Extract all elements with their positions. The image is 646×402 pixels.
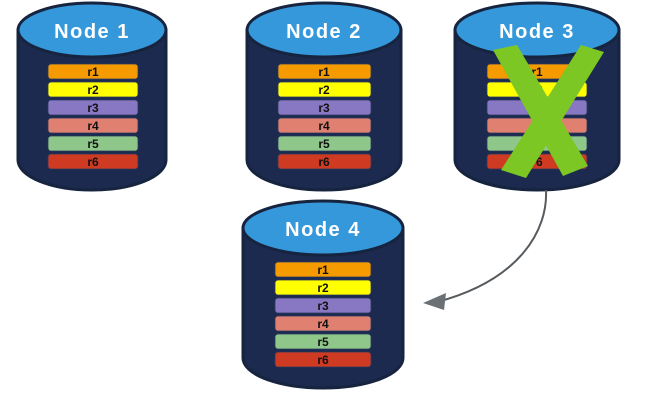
node-2-row-r5-label: r5 [318, 137, 330, 151]
node-4-row-r4[interactable] [274, 315, 372, 332]
node-1-row-r2-label: r2 [87, 83, 99, 97]
node-2[interactable]: Node 2 r1 r2 r3 r4 r5 r6 [245, 1, 403, 192]
node-2-row-r3[interactable] [277, 99, 372, 116]
node-4-row-r1[interactable] [274, 261, 372, 278]
node-4-rows: r1 r2 r3 r4 r5 r6 [274, 261, 372, 368]
node-1-row-r3-label: r3 [87, 101, 99, 115]
node-3-cylinder-top [453, 1, 621, 59]
node-2-rows: r1 r2 r3 r4 r5 r6 [277, 63, 372, 170]
node-2-row-r3-label: r3 [318, 101, 330, 115]
node-1-row-r4-label: r4 [87, 119, 99, 133]
node-1-row-r5[interactable] [47, 135, 139, 152]
node-2-row-r1-label: r1 [318, 65, 330, 79]
node-1[interactable]: Node 1 r1 r2 r3 r4 r5 r6 [16, 1, 168, 192]
node-4[interactable]: Node 4 r1 r2 r3 r4 r5 r6 [241, 199, 405, 390]
node-2-title: Node 2 [286, 21, 362, 43]
node-4-row-r4-label: r4 [317, 317, 329, 331]
node-1-row-r3[interactable] [47, 99, 139, 116]
node-4-row-r3[interactable] [274, 297, 372, 314]
node-3-title: Node 3 [499, 21, 575, 43]
node-3-row-r1-label: r1 [531, 65, 543, 79]
node-4-row-r6-label: r6 [317, 353, 329, 367]
node-4-row-r1-label: r1 [317, 263, 329, 277]
node-1-row-r2[interactable] [47, 81, 139, 98]
node-1-row-r6[interactable] [47, 153, 139, 170]
node-4-row-r2[interactable] [274, 279, 372, 296]
replication-arrow-head-icon [423, 293, 446, 310]
node-1-title: Node 1 [54, 21, 130, 43]
replication-arrow-line [436, 189, 548, 303]
node-4-row-r6[interactable] [274, 351, 372, 368]
node-2-row-r1[interactable] [277, 63, 372, 80]
node-2-row-r6[interactable] [277, 153, 372, 170]
node-4-title: Node 4 [285, 219, 361, 241]
node-4-row-r5[interactable] [274, 333, 372, 350]
node-3[interactable]: Node 3 r1 r2 r3 r4 r5 r6 [453, 1, 621, 192]
node-2-row-r4[interactable] [277, 117, 372, 134]
node-1-row-r5-label: r5 [87, 137, 99, 151]
node-2-row-r5[interactable] [277, 135, 372, 152]
node-1-row-r1-label: r1 [87, 65, 99, 79]
node-4-row-r2-label: r2 [317, 281, 329, 295]
node-4-cylinder-top [241, 199, 405, 257]
node-1-rows: r1 r2 r3 r4 r5 r6 [47, 63, 139, 170]
node-2-cylinder-top [245, 1, 403, 59]
node-2-row-r2[interactable] [277, 81, 372, 98]
node-2-row-r6-label: r6 [318, 155, 330, 169]
node-4-row-r3-label: r3 [317, 299, 329, 313]
node-2-row-r4-label: r4 [318, 119, 330, 133]
node-1-row-r6-label: r6 [87, 155, 99, 169]
node-1-row-r4[interactable] [47, 117, 139, 134]
node-4-row-r5-label: r5 [317, 335, 329, 349]
replication-arrow [423, 189, 548, 310]
node-1-cylinder-top [16, 1, 168, 59]
node-1-row-r1[interactable] [47, 63, 139, 80]
node-3-row-r6-label: r6 [531, 155, 543, 169]
node-3-failure-x-icon [493, 45, 604, 178]
node-2-row-r2-label: r2 [318, 83, 330, 97]
